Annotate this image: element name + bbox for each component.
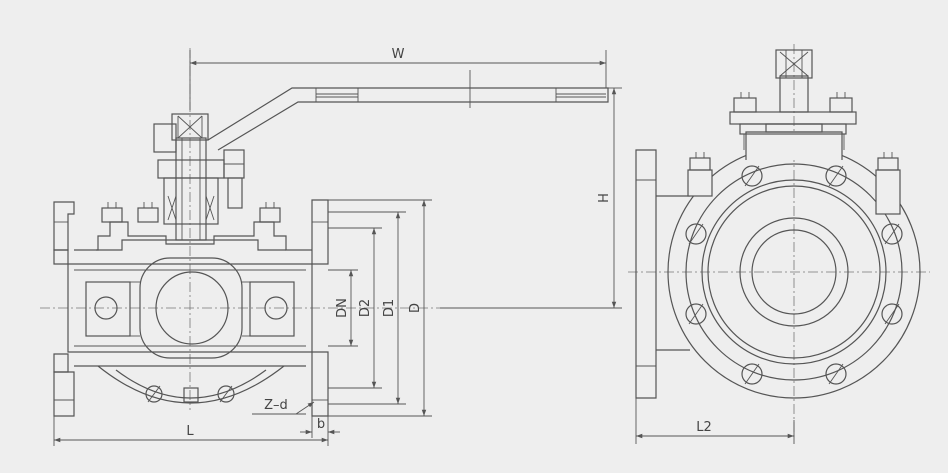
front-view <box>40 48 620 417</box>
label-L2: L2 <box>696 420 712 435</box>
label-W: W <box>392 47 405 62</box>
side-view <box>628 44 930 440</box>
label-DN: DN <box>335 298 350 318</box>
label-Z-d: Z–d <box>264 398 288 413</box>
side-dimensions: L2 <box>635 398 795 444</box>
label-D: D <box>408 303 423 313</box>
label-b: b <box>317 417 325 432</box>
bolt-holes <box>685 165 903 385</box>
label-D1: D1 <box>382 299 397 317</box>
label-L: L <box>186 424 194 439</box>
label-D2: D2 <box>358 299 373 317</box>
front-dimensions: W H D D1 D2 DN L b <box>53 47 622 446</box>
label-H: H <box>597 193 612 203</box>
